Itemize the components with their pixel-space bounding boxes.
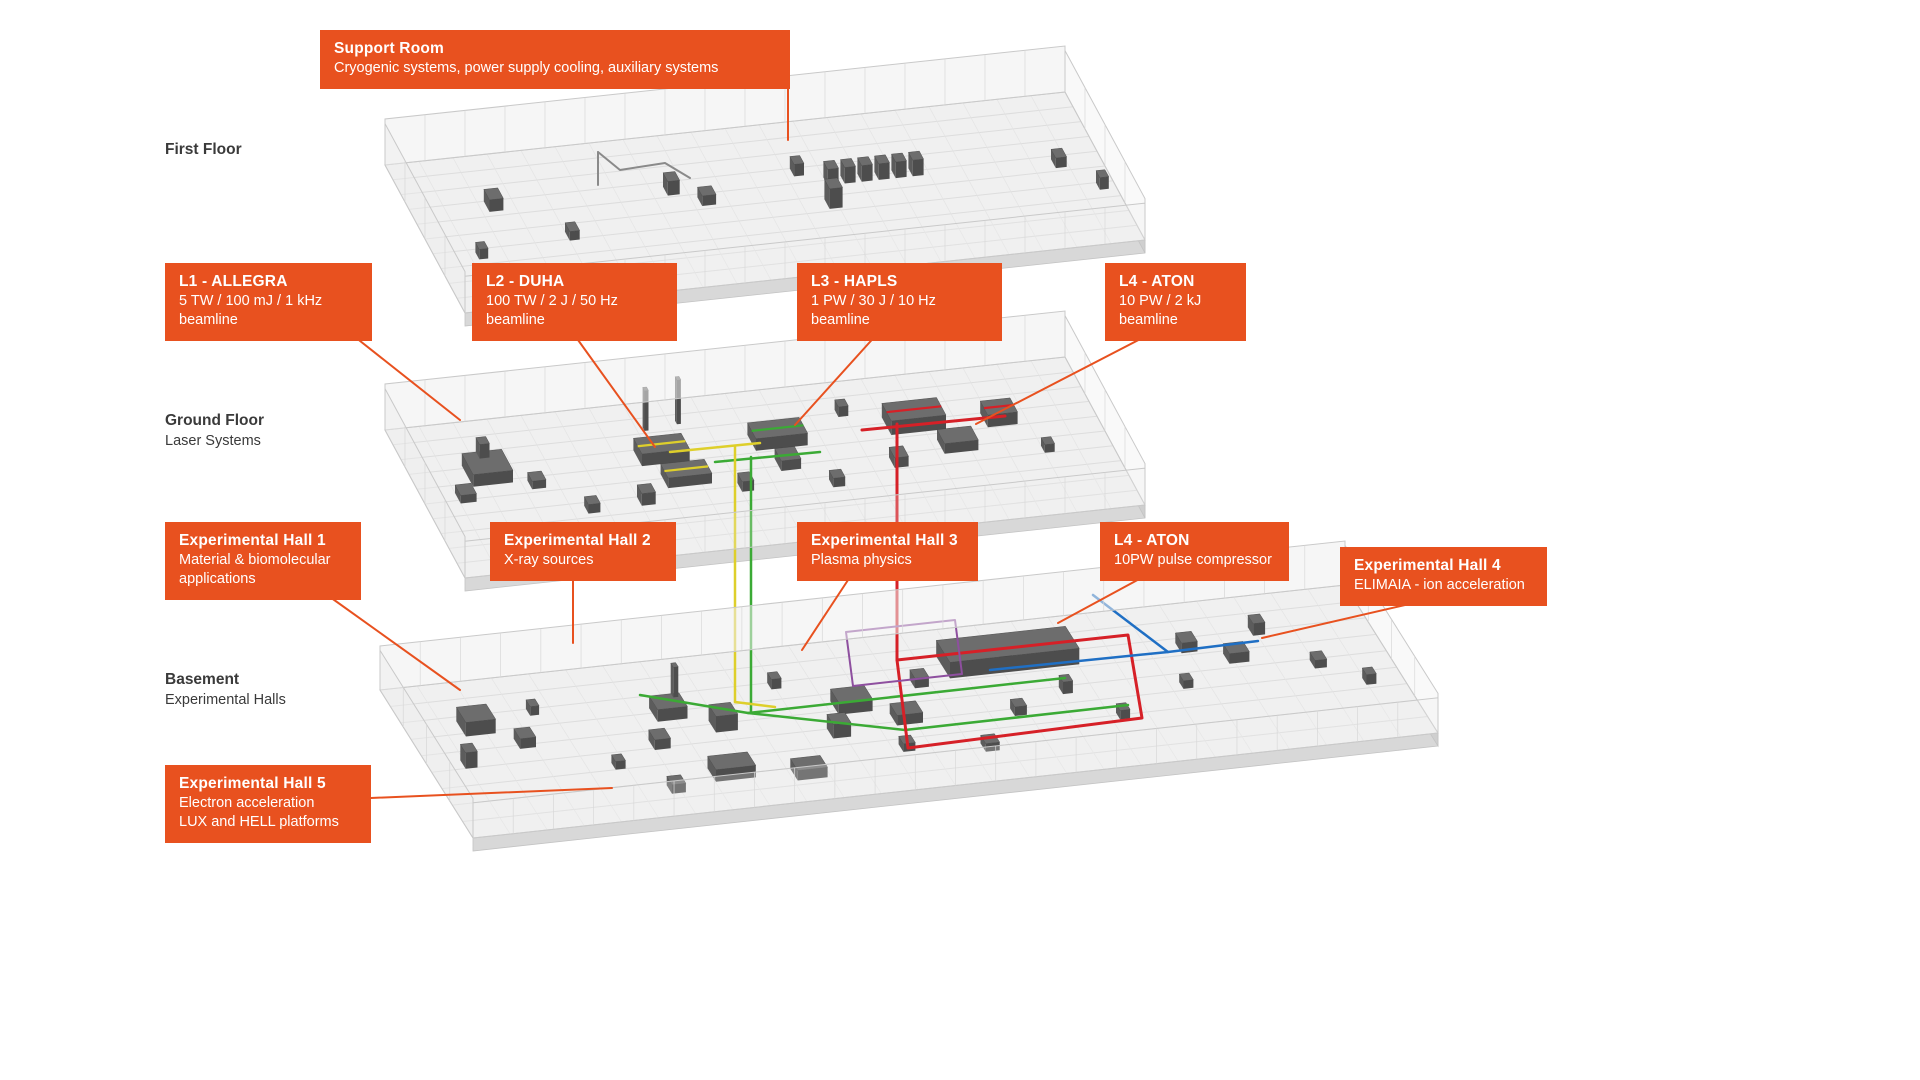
floor-label-ground-floor: Ground Floor Laser Systems [165,410,264,451]
callout-experimental-hall-5: Experimental Hall 5 Electron acceleratio… [165,765,371,843]
callout-line: beamline [179,312,238,328]
floor-label-first-floor: First Floor [165,139,242,160]
callout-l4-aton: L4 - ATON 10 PW / 2 kJ beamline [1105,263,1246,341]
callout-experimental-hall-3: Experimental Hall 3 Plasma physics [797,522,978,581]
callout-title: L4 - ATON [1119,273,1195,290]
callout-title: L4 - ATON [1114,532,1190,549]
callout-title: L3 - HAPLS [811,273,898,290]
callout-support-room: Support Room Cryogenic systems, power su… [320,30,790,89]
floor-label-basement: Basement Experimental Halls [165,669,286,710]
callout-title: Experimental Hall 1 [179,532,326,549]
callout-line: 100 TW / 2 J / 50 Hz [486,293,618,309]
callout-line: 10 PW / 2 kJ [1119,293,1202,309]
callout-line: ELIMAIA - ion acceleration [1354,577,1525,593]
callout-experimental-hall-1: Experimental Hall 1 Material & biomolecu… [165,522,361,600]
callout-line: Cryogenic systems, power supply cooling,… [334,60,719,76]
callout-experimental-hall-2: Experimental Hall 2 X-ray sources [490,522,676,581]
callout-title: L2 - DUHA [486,273,565,290]
callout-line: LUX and HELL platforms [179,814,339,830]
floor-label-title: Basement [165,671,240,688]
callout-title: L1 - ALLEGRA [179,273,288,290]
floor-label-subtitle: Experimental Halls [165,692,286,708]
callout-line: Material & biomolecular [179,552,331,568]
callout-line: applications [179,571,256,587]
floor-label-subtitle: Laser Systems [165,433,261,449]
callout-l4-aton-compressor: L4 - ATON 10PW pulse compressor [1100,522,1289,581]
callout-line: beamline [811,312,870,328]
floor-label-title: Ground Floor [165,412,265,429]
callout-title: Experimental Hall 3 [811,532,958,549]
callout-l1-allegra: L1 - ALLEGRA 5 TW / 100 mJ / 1 kHz beaml… [165,263,372,341]
callout-line: X-ray sources [504,552,594,568]
callout-title: Support Room [334,40,445,57]
callout-line: Plasma physics [811,552,912,568]
callout-line: beamline [1119,312,1178,328]
callout-line: 5 TW / 100 mJ / 1 kHz [179,293,323,309]
callout-line: beamline [486,312,545,328]
callout-line: Electron acceleration [179,795,315,811]
callout-title: Experimental Hall 4 [1354,557,1501,574]
callout-title: Experimental Hall 5 [179,775,326,792]
callout-l3-hapls: L3 - HAPLS 1 PW / 30 J / 10 Hz beamline [797,263,1002,341]
callout-line: 1 PW / 30 J / 10 Hz [811,293,936,309]
callout-title: Experimental Hall 2 [504,532,651,549]
callout-experimental-hall-4: Experimental Hall 4 ELIMAIA - ion accele… [1340,547,1547,606]
callout-l2-duha: L2 - DUHA 100 TW / 2 J / 50 Hz beamline [472,263,677,341]
callout-line: 10PW pulse compressor [1114,552,1272,568]
floor-label-title: First Floor [165,141,242,158]
